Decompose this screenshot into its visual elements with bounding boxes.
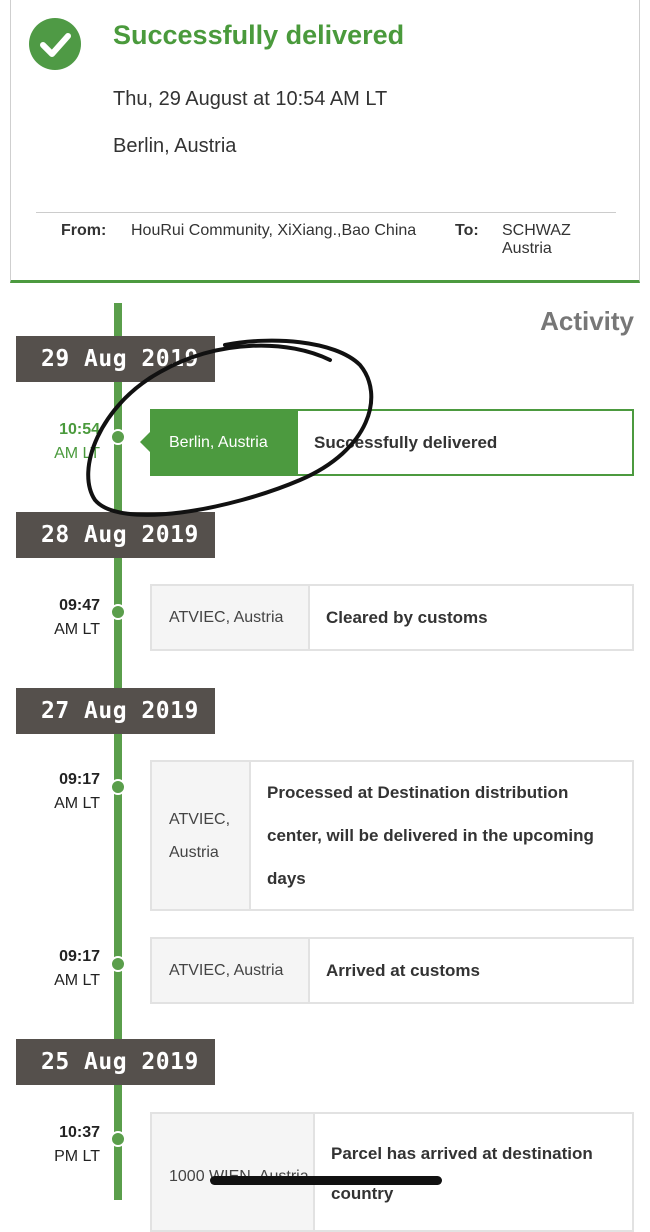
event-time-value: 10:37 — [59, 1124, 100, 1141]
checkmark-circle-icon — [29, 18, 81, 70]
event-description: Arrived at customs — [326, 960, 480, 980]
delivery-location: Berlin, Austria — [113, 135, 237, 157]
event-time: 10:37 PM LT — [10, 1121, 100, 1169]
to-address: SCHWAZ Austria — [502, 222, 571, 257]
delivery-status-title: Successfully delivered — [113, 20, 405, 50]
event-location: ATVIEC, Austria — [152, 939, 310, 1002]
event-time-value: 09:17 — [59, 948, 100, 965]
from-label: From: — [61, 222, 107, 239]
event-card-delivered[interactable]: Berlin, Austria Successfully delivered — [150, 409, 634, 476]
delivery-summary-card: Successfully delivered Thu, 29 August at… — [10, 0, 640, 283]
event-location: ATVIEC, Austria — [152, 762, 251, 909]
event-card-processed[interactable]: ATVIEC, Austria Processed at Destination… — [150, 760, 634, 911]
event-time-value: 10:54 — [59, 421, 100, 438]
event-time-zone: AM LT — [54, 445, 100, 462]
event-description: Processed at Destination distribution ce… — [267, 783, 594, 888]
timeline-dot — [110, 1131, 126, 1147]
timeline-dot — [110, 956, 126, 972]
event-description: Cleared by customs — [326, 607, 488, 627]
delivery-datetime: Thu, 29 August at 10:54 AM LT — [113, 88, 388, 110]
date-badge: 29 Aug 2019 — [16, 336, 215, 382]
event-location: ATVIEC, Austria — [152, 586, 310, 649]
event-location: 1000 WIEN, Austria — [152, 1114, 315, 1230]
timeline-line — [114, 303, 122, 1200]
event-time: 09:17 AM LT — [10, 768, 100, 816]
event-description: Successfully delivered — [314, 432, 498, 452]
event-time-value: 09:17 — [59, 771, 100, 788]
timeline-dot — [110, 429, 126, 445]
event-time-zone: PM LT — [54, 1148, 100, 1165]
event-time-zone: AM LT — [54, 972, 100, 989]
event-card-arrived-country[interactable]: 1000 WIEN, Austria Parcel has arrived at… — [150, 1112, 634, 1232]
event-time-zone: AM LT — [54, 621, 100, 638]
event-time-zone: AM LT — [54, 795, 100, 812]
event-time-value: 09:47 — [59, 597, 100, 614]
from-address: HouRui Community, XiXiang.,Bao China — [131, 222, 417, 239]
date-badge: 25 Aug 2019 — [16, 1039, 215, 1085]
timeline-dot — [110, 779, 126, 795]
event-time: 09:17 AM LT — [10, 945, 100, 993]
date-badge: 28 Aug 2019 — [16, 512, 215, 558]
date-badge: 27 Aug 2019 — [16, 688, 215, 734]
timeline-dot — [110, 604, 126, 620]
to-label: To: — [455, 222, 479, 239]
event-card-arrived-customs[interactable]: ATVIEC, Austria Arrived at customs — [150, 937, 634, 1004]
event-description: Parcel has arrived at destination countr… — [331, 1144, 593, 1203]
event-card-cleared[interactable]: ATVIEC, Austria Cleared by customs — [150, 584, 634, 651]
activity-heading: Activity — [540, 306, 634, 336]
home-indicator[interactable] — [210, 1176, 442, 1185]
event-time: 10:54 AM LT — [10, 418, 100, 466]
event-location: Berlin, Austria — [152, 411, 298, 474]
divider — [36, 212, 616, 213]
event-time: 09:47 AM LT — [10, 594, 100, 642]
